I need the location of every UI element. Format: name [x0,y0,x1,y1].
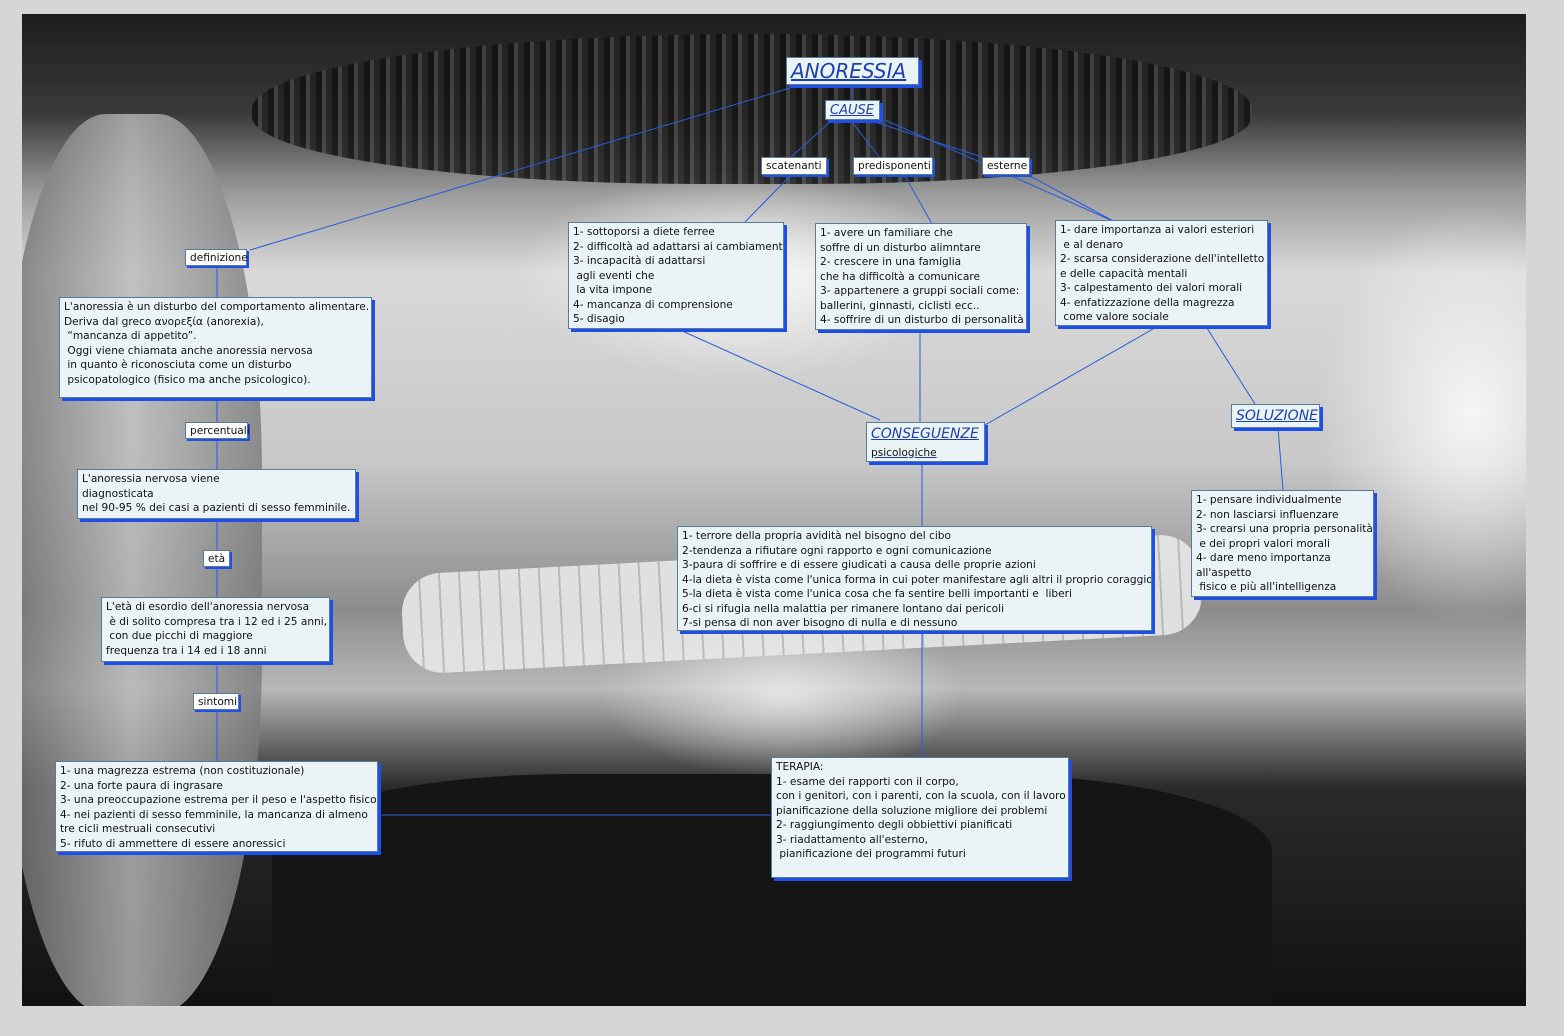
percentuali-box: L'anoressia nervosa viene diagnosticata … [77,469,356,519]
soluzione-box: 1- pensare individualmente 2- non lascia… [1191,490,1374,597]
link-cause-scatenanti [789,121,831,159]
photo-waistband [252,34,1252,184]
link-esterne-box [1029,175,1116,223]
esterne-box: 1- dare importanza ai valori esteriori e… [1055,220,1268,326]
scatenanti-box: 1- sottoporsi a diete ferree 2- difficol… [568,222,784,329]
conseguenze-subtitle: psicologiche [871,447,937,459]
label-sintomi: sintomi [193,693,239,710]
soluzione-title: SOLUZIONE [1231,404,1320,428]
label-definizione: definizione [185,249,248,266]
label-esterne: esterne [982,157,1030,175]
label-scatenanti: scatenanti [761,157,827,175]
link-esterne-conseguenze [984,324,1161,426]
cause-title: CAUSE [825,100,880,120]
link-scatenanti-conseguenze [679,329,881,421]
link-cause-predisponenti [851,121,881,159]
link-soluzione-box [1277,427,1284,491]
conseguenze-box: 1- terrore della propria avidità nel bis… [677,526,1152,631]
label-percentuali: percentuali [185,422,250,439]
eta-box: L'età di esordio dell'anoressia nervosa … [101,597,330,662]
link-cause-esterne [874,121,986,159]
link-esterne-soluzione [1204,324,1256,405]
terapia-box: TERAPIA: 1- esame dei rapporti con il co… [771,757,1069,878]
predisponenti-box: 1- avere un familiare che soffre di un d… [815,223,1027,330]
definizione-box: L'anoressia è un disturbo del comportame… [59,297,372,398]
label-predisponenti: predisponenti [853,157,933,175]
conseguenze-title-text: CONSEGUENZE [871,426,979,442]
conseguenze-title: CONSEGUENZE psicologiche [866,422,985,462]
main-title: ANORESSIA [786,57,919,85]
link-scatenanti-box [744,175,791,223]
label-eta: età [203,550,230,567]
link-title-definizione [249,84,801,251]
link-predisponenti-box [904,175,933,225]
sintomi-box: 1- una magrezza estrema (non costituzion… [55,761,378,852]
